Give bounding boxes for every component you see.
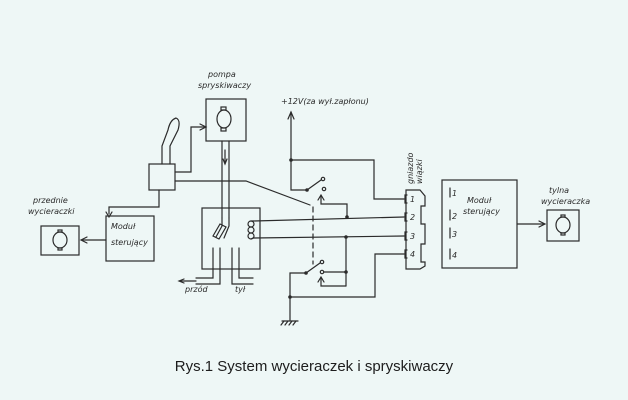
wiper-stalk: [105, 117, 311, 219]
pump-motor-icon: [216, 109, 232, 129]
washer-hose: [221, 140, 230, 219]
front-module-label-2: sterujący: [111, 238, 148, 247]
wiring: [250, 158, 405, 326]
svg-text:3: 3: [410, 232, 415, 241]
module-pin-3: 3: [449, 227, 457, 239]
connector-pin-3: 3: [404, 231, 415, 241]
connector-pin-4: 4: [404, 249, 415, 259]
harness-connector: 1 2 3 4 gniazdo wiązki: [404, 152, 426, 270]
svg-text:1: 1: [452, 189, 457, 198]
rear-motor-icon: [555, 216, 571, 234]
module-pin-4: 4: [449, 248, 457, 260]
module-pin-2: 2: [449, 209, 457, 221]
connector-label-1: gniazdo: [406, 152, 415, 184]
svg-text:2: 2: [452, 212, 457, 221]
power-supply: +12V(za wył.zapłonu): [281, 97, 369, 161]
front-outlet-label: przód: [184, 284, 208, 294]
front-control-module: Moduł sterujący: [79, 215, 155, 262]
pump-label-2: spryskiwaczy: [198, 81, 251, 90]
connector-pin-1: 1: [404, 194, 415, 204]
rear-wiper-motor: tylna wycieraczka: [541, 186, 590, 242]
rear-module-label-2: sterujący: [463, 207, 500, 216]
svg-text:4: 4: [452, 251, 457, 260]
front-motor-icon: [52, 231, 68, 249]
rear-outlet-label: tył: [235, 285, 246, 294]
rear-module-label-1: Moduł: [467, 196, 492, 205]
front-wipers-label-1: przednie: [32, 196, 68, 205]
front-wipers-label-2: wycieraczki: [28, 207, 75, 216]
svg-text:1: 1: [410, 195, 415, 204]
svg-text:2: 2: [410, 213, 415, 222]
svg-text:3: 3: [452, 230, 457, 239]
stalk-switch-box: [148, 163, 176, 191]
power-label: +12V(za wył.zapłonu): [281, 97, 369, 106]
pump-label-1: pompa: [207, 70, 236, 79]
connector-pin-2: 2: [404, 212, 415, 222]
ground-icon: [280, 320, 299, 326]
figure-caption: Rys.1 System wycieraczek i spryskiwaczy: [174, 358, 454, 375]
front-wiper-motor: przednie wycieraczki: [28, 196, 80, 256]
module-pin-1: 1: [449, 187, 457, 198]
washer-valve: przód tył: [177, 207, 261, 294]
connector-label-2: wiązki: [415, 159, 424, 185]
rear-wiper-label-1: tylna: [549, 186, 569, 195]
svg-text:4: 4: [410, 250, 415, 259]
washer-pump: pompa spryskiwaczy: [198, 70, 251, 142]
rear-control-module: 1 2 3 4 Moduł sterujący: [441, 179, 547, 269]
rear-wiper-label-2: wycieraczka: [541, 197, 590, 206]
front-module-label-1: Moduł: [111, 222, 136, 231]
